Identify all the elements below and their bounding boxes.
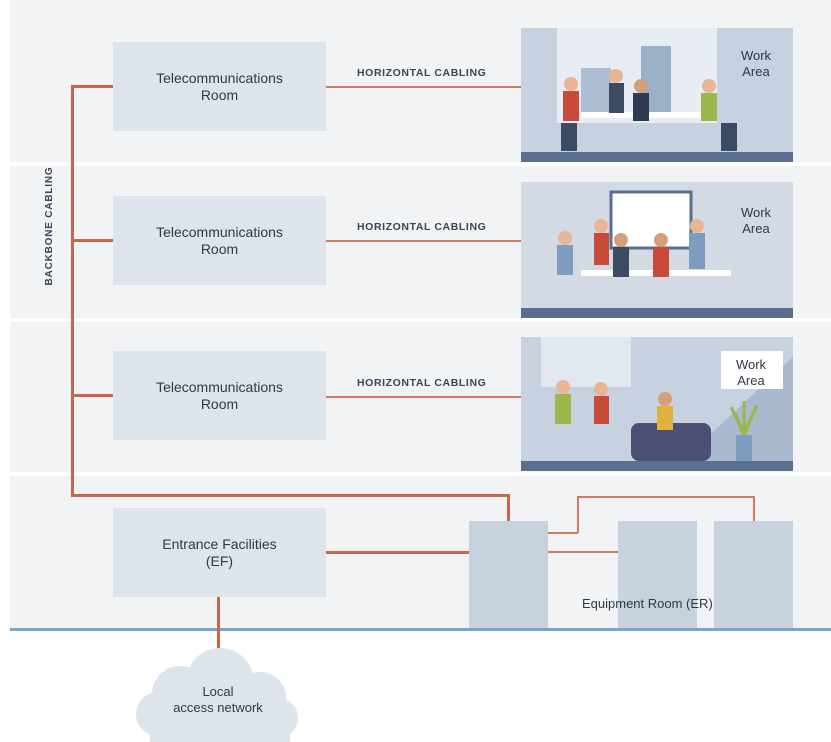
backbone-branch-floor-3: [71, 85, 113, 88]
equipment-rack-2: [618, 521, 697, 628]
horizontal-cable-floor-2: [326, 240, 521, 242]
lounge-illustration: [521, 337, 793, 471]
backbone-cable: [71, 86, 74, 496]
ef-to-cloud-cable: [217, 597, 220, 649]
telecom-room-floor-1: Telecommunications Room: [113, 351, 326, 440]
telecom-room-floor-3: Telecommunications Room: [113, 42, 326, 131]
work-area-label-floor-2: Work Area: [740, 205, 772, 236]
ground-line: [10, 628, 831, 631]
er-link-2d: [753, 496, 755, 521]
er-link-2a: [548, 532, 578, 534]
backbone-branch-floor-1: [71, 394, 113, 397]
er-link-1: [548, 551, 618, 553]
backbone-to-er: [71, 494, 510, 497]
work-area-label-floor-1: Work Area: [735, 357, 767, 388]
horizontal-cable-floor-3: [326, 86, 521, 88]
cloud-label: Local access network: [173, 684, 263, 715]
work-area-scene-floor-1: [521, 337, 793, 471]
backbone-branch-floor-2: [71, 239, 113, 242]
work-area-scene-floor-3: [521, 28, 793, 162]
equipment-rack-1: [469, 521, 548, 628]
horizontal-cabling-label-floor-2: HORIZONTAL CABLING: [357, 221, 487, 233]
presentation-illustration: [521, 190, 793, 318]
backbone-label: BACKBONE CABLING: [44, 166, 55, 286]
work-area-label-floor-3: Work Area: [740, 48, 772, 79]
equipment-room-label: Equipment Room (ER): [582, 596, 713, 611]
work-area-scene-floor-2: [521, 182, 793, 318]
backbone-er-drop: [507, 494, 510, 521]
horizontal-cabling-label-floor-3: HORIZONTAL CABLING: [357, 67, 487, 79]
cloud-icon: [136, 648, 298, 742]
er-link-2b: [577, 496, 579, 533]
horizontal-cable-floor-1: [326, 396, 521, 398]
meeting-illustration: [521, 28, 793, 162]
horizontal-cabling-label-floor-1: HORIZONTAL CABLING: [357, 377, 487, 389]
equipment-rack-3: [714, 521, 793, 628]
er-link-2c: [577, 496, 754, 498]
ef-to-er-cable: [326, 551, 469, 554]
entrance-facilities-box: Entrance Facilities (EF): [113, 508, 326, 597]
telecom-room-floor-2: Telecommunications Room: [113, 196, 326, 285]
